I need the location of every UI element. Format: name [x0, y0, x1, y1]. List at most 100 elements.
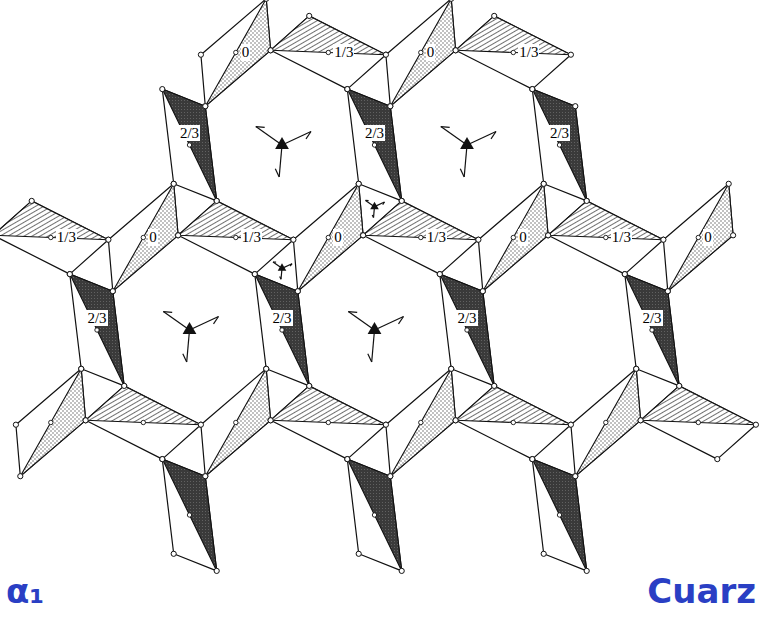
oxygen-atom	[453, 48, 458, 53]
silicon-atom	[234, 420, 238, 424]
small-screw-axis-symbol	[273, 262, 292, 279]
tetrahedron	[345, 457, 405, 574]
tetrahedron-outline	[532, 459, 586, 571]
screw-barb	[399, 317, 404, 324]
tetrahedron-face	[255, 274, 309, 386]
screw-arm	[348, 312, 374, 330]
oxygen-atom	[160, 87, 165, 92]
oxygen-atom	[203, 474, 208, 479]
tetrahedron	[160, 457, 220, 574]
silicon-atom	[326, 235, 330, 239]
silicon-atom	[511, 50, 515, 54]
tetrahedron-outline	[548, 201, 663, 274]
oxygen-atom	[437, 272, 442, 277]
oxygen-atom	[480, 289, 485, 294]
screw-barb	[256, 126, 265, 128]
screw-barb	[383, 202, 385, 205]
tetrahedron-outline	[16, 369, 86, 476]
oxygen-atom	[541, 181, 546, 186]
oxygen-atom	[345, 457, 350, 462]
silicon-atom	[187, 143, 191, 147]
tetrahedron	[176, 198, 297, 276]
oxygen-atom	[345, 87, 350, 92]
silicon-atom	[326, 50, 330, 54]
tetrahedron-outline	[363, 201, 478, 274]
silicon-atom	[95, 328, 99, 332]
tetrahedron	[453, 383, 574, 461]
oxygen-atom	[307, 13, 312, 18]
oxygen-atom	[399, 198, 404, 203]
screw-barb	[280, 277, 281, 280]
oxygen-atom	[268, 418, 273, 423]
tetrahedron-outline	[347, 89, 401, 201]
height-label: 2/3	[271, 310, 292, 327]
height-label: 0	[518, 229, 528, 246]
oxygen-atom	[29, 198, 34, 203]
oxygen-atom	[83, 418, 88, 423]
oxygen-atom	[171, 181, 176, 186]
tetrahedron-face	[20, 369, 85, 476]
tetrahedron-outline	[201, 0, 271, 106]
silicon-atom	[604, 235, 608, 239]
height-label: 2/3	[641, 310, 662, 327]
oxygen-atom	[307, 383, 312, 388]
tetrahedron	[198, 0, 273, 109]
tetrahedron	[437, 272, 497, 389]
tetrahedron-face	[456, 16, 571, 55]
tetrahedron	[638, 383, 759, 461]
silicon-atom	[696, 420, 700, 424]
tetrahedron-face	[271, 386, 386, 425]
oxygen-atom	[198, 422, 203, 427]
oxygen-atom	[453, 418, 458, 423]
oxygen-atom	[356, 181, 361, 186]
tetrahedron	[67, 272, 127, 389]
oxygen-atom	[449, 0, 454, 1]
height-label: 0	[241, 44, 251, 61]
tetrahedron	[252, 272, 312, 389]
oxygen-atom	[122, 383, 127, 388]
tetrahedron	[661, 181, 736, 294]
screw-arm	[163, 312, 189, 330]
screw-arm	[372, 330, 375, 362]
silicon-atom	[141, 420, 145, 424]
screw-barb	[441, 126, 450, 128]
screw-barb	[273, 261, 276, 262]
silicon-atom	[604, 420, 608, 424]
oxygen-atom	[665, 289, 670, 294]
screw-barb	[183, 354, 187, 362]
screw-axis-symbol	[256, 127, 311, 177]
tetrahedron	[291, 181, 366, 294]
oxygen-atom	[122, 383, 127, 388]
oxygen-atom	[83, 418, 88, 423]
silicon-atom	[557, 513, 561, 517]
oxygen-atom	[383, 52, 388, 57]
oxygen-atom	[726, 181, 731, 186]
tetrahedron	[453, 13, 574, 91]
silicon-atom	[280, 328, 284, 332]
oxygen-atom	[268, 48, 273, 53]
screw-barb	[306, 132, 311, 139]
silicon-atom	[557, 143, 561, 147]
tetrahedron-face	[548, 201, 663, 240]
screw-barb	[372, 215, 373, 218]
tetrahedron-outline	[201, 369, 271, 476]
tetrahedron-face	[162, 459, 216, 571]
tetrahedron-face	[532, 459, 586, 571]
oxygen-atom	[399, 198, 404, 203]
oxygen-atom	[661, 237, 666, 242]
oxygen-atom	[160, 457, 165, 462]
tetrahedron-outline	[347, 459, 401, 571]
oxygen-atom	[345, 87, 350, 92]
tetrahedron-outline	[271, 386, 386, 459]
oxygen-atom	[541, 551, 546, 556]
oxygen-atom	[661, 237, 666, 242]
oxygen-atom	[345, 457, 350, 462]
tetrahedron	[160, 87, 220, 204]
screw-barb	[275, 169, 279, 177]
tetrahedron-face	[668, 184, 733, 291]
oxygen-atom	[530, 87, 535, 92]
silicon-atom	[49, 235, 53, 239]
tetrahedron-face	[205, 0, 270, 106]
silicon-atom	[234, 50, 238, 54]
